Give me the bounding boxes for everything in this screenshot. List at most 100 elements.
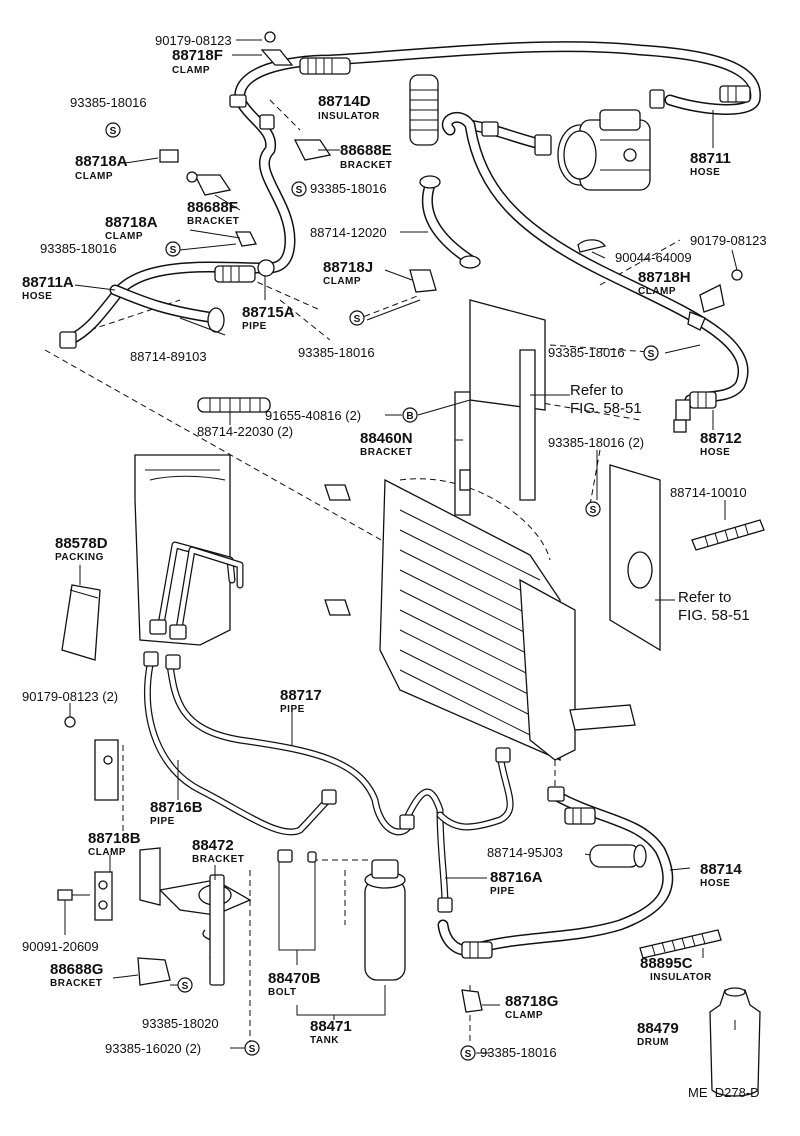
label-93385-18016-f: 93385-18016	[480, 1045, 557, 1060]
label-88688G-name: BRACKET	[50, 978, 102, 989]
label-88472: 88472	[192, 837, 234, 854]
label-88714-89103: 88714-89103	[130, 349, 207, 364]
label-refer-to-2: Refer to	[678, 589, 731, 606]
insulator-88714D-graphic	[409, 74, 439, 146]
svg-text:S: S	[354, 314, 361, 325]
label-88688G: 88688G	[50, 961, 103, 978]
label-88714D: 88714D	[318, 93, 371, 110]
label-93385-18016-d: 93385-18016	[548, 345, 625, 360]
label-88688F: 88688F	[187, 199, 238, 216]
label-88712: 88712	[700, 430, 742, 447]
label-88711A: 88711A	[22, 274, 74, 291]
label-88714: 88714	[700, 861, 742, 878]
label-88718J: 88718J	[323, 259, 373, 276]
label-88460N: 88460N	[360, 430, 413, 447]
small-clamps-top	[159, 31, 743, 331]
label-88714-22030: 88714-22030 (2)	[197, 424, 293, 439]
leader-lines	[64, 39, 738, 1054]
label-88711A-name: HOSE	[22, 291, 52, 302]
hose-88711-graphic	[234, 41, 761, 115]
label-88472-name: BRACKET	[192, 854, 244, 865]
label-88479: 88479	[637, 1020, 679, 1037]
hose-88712-graphic	[442, 111, 749, 433]
bracket-88460N-graphic	[454, 299, 661, 652]
label-90044-64009: 90044-64009	[615, 250, 692, 265]
label-88718G: 88718G	[505, 993, 558, 1010]
svg-text:S: S	[648, 349, 655, 360]
label-88471-name: TANK	[310, 1035, 339, 1046]
s-symbol: S	[585, 501, 601, 517]
label-88718F-name: CLAMP	[172, 65, 210, 76]
bracket-88688G-graphic	[137, 957, 171, 986]
svg-text:S: S	[182, 981, 189, 992]
label-88714-name: HOSE	[700, 878, 730, 889]
packing-88578D-graphic	[61, 584, 101, 661]
label-88895C: 88895C	[640, 955, 693, 972]
label-88471: 88471	[310, 1018, 352, 1035]
label-93385-18020: 93385-18020	[142, 1016, 219, 1031]
b-symbol: B	[402, 407, 418, 423]
label-88711-name: HOSE	[690, 167, 720, 178]
pipe-88716A-graphic	[399, 747, 514, 913]
label-93385-18016-c: 93385-18016	[40, 241, 117, 256]
svg-text:S: S	[590, 505, 597, 516]
hose-88711A-graphic	[59, 94, 296, 349]
condenser-graphic	[324, 478, 636, 761]
label-88460N-name: BRACKET	[360, 447, 412, 458]
label-88718B-name: CLAMP	[88, 847, 126, 858]
label-88712-name: HOSE	[700, 447, 730, 458]
s-symbol: S	[291, 181, 307, 197]
insulator-88714-22030-graphic	[197, 397, 271, 413]
svg-text:S: S	[110, 126, 117, 137]
svg-text:S: S	[249, 1044, 256, 1055]
label-88479-name: DRUM	[637, 1037, 669, 1048]
label-88718J-name: CLAMP	[323, 276, 361, 287]
label-90091-20609: 90091-20609	[22, 939, 99, 954]
label-93385-18016-2: 93385-18016 (2)	[548, 435, 644, 450]
tank-88471-graphic	[277, 849, 406, 981]
label-88895C-name: INSULATOR	[650, 972, 712, 983]
drum-88479-graphic	[709, 987, 761, 1097]
label-88716B: 88716B	[150, 799, 203, 816]
label-88718F: 88718F	[172, 47, 223, 64]
label-88718A-name: CLAMP	[75, 171, 113, 182]
label-fig-58-51-2: FIG. 58-51	[678, 607, 750, 624]
label-88718A-2: 88718A	[105, 214, 158, 231]
symbol-markers: S S S S S B S S S S	[105, 122, 659, 1061]
label-88714-10010: 88714-10010	[670, 485, 747, 500]
bracket-88472-graphic	[139, 847, 252, 986]
label-88715A: 88715A	[242, 304, 295, 321]
label-88470B-name: BOLT	[268, 987, 296, 998]
svg-text:S: S	[170, 245, 177, 256]
s-symbol: S	[460, 1045, 476, 1061]
evaporator-unit-graphic	[134, 454, 244, 646]
hose-88714-95J03-graphic	[589, 844, 647, 868]
svg-text:S: S	[296, 185, 303, 196]
label-88688F-name: BRACKET	[187, 216, 239, 227]
label-88716A-name: PIPE	[490, 886, 515, 897]
label-93385-18016-b: 93385-18016	[310, 181, 387, 196]
compressor-graphic	[557, 109, 651, 191]
label-90179-08123-right: 90179-08123	[690, 233, 767, 248]
label-88718H-name: CLAMP	[638, 286, 676, 297]
label-91655-40816: 91655-40816 (2)	[265, 408, 361, 423]
label-88714-95J03: 88714-95J03	[487, 845, 563, 860]
label-fig-58-51-1: FIG. 58-51	[570, 400, 642, 417]
label-93385-18016-a: 93385-18016	[70, 95, 147, 110]
pipes-88716B-88717-graphic	[143, 651, 414, 836]
label-88717: 88717	[280, 687, 322, 704]
label-88578D: 88578D	[55, 535, 108, 552]
label-88718B: 88718B	[88, 830, 141, 847]
label-88716A: 88716A	[490, 869, 543, 886]
label-88718A: 88718A	[75, 153, 128, 170]
label-88714-12020: 88714-12020	[310, 225, 387, 240]
s-symbol: S	[643, 345, 659, 361]
label-88711: 88711	[690, 150, 731, 167]
hose-88714-graphic	[437, 786, 674, 959]
s-symbol: S	[105, 122, 121, 138]
label-88718H: 88718H	[638, 269, 691, 286]
label-90179-08123-top: 90179-08123	[155, 33, 232, 48]
part-labels: 90179-08123 88718F CLAMP 93385-18016 887…	[22, 33, 767, 1100]
s-symbol: S	[177, 977, 193, 993]
